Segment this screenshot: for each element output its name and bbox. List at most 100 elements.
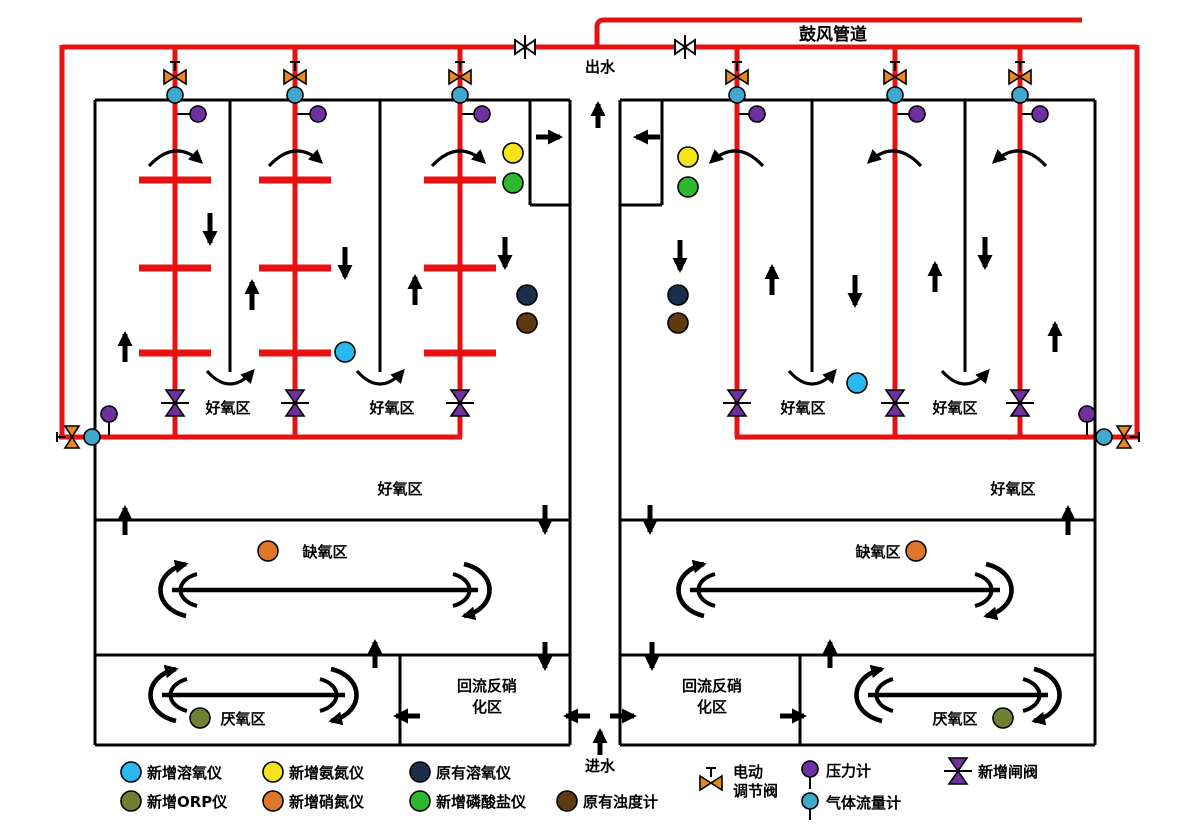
nitrate-sensor-icon [257,540,279,562]
gate-valve-icon [1005,389,1035,417]
legend-gate-valve-icon [943,757,973,785]
legend-do-new-icon [120,761,142,783]
blower-pipe-label: 鼓风管道 [799,24,867,45]
do-existing-sensor-icon [667,284,689,306]
circulation-arc [168,677,188,713]
circulation-arc [461,561,492,621]
pressure-gauge-icon [1031,105,1049,123]
nitrate-sensor-icon [905,540,927,562]
gas-flow-meter-icon [286,86,304,104]
pressure-gauges [100,105,1096,435]
process-sensors [189,142,1014,729]
aerobic-zone-label: 好氧区 [368,399,414,417]
circulation-arc [983,561,1014,621]
gas-flow-meter-icon [166,86,184,104]
pressure-gauge-icon [748,105,766,123]
do-new-sensor-icon [846,372,868,394]
legend-electric-valve-label: 电动 [733,763,763,781]
do-existing-sensor-icon [516,284,538,306]
gas-flow-meter-icon [728,86,746,104]
pressure-gauge-icon [473,105,491,123]
orp-sensor-icon [992,707,1014,729]
legend-ammonia-label: 新增氨氮仪 [289,764,365,782]
left-tank-walls [93,98,572,747]
gas-flow-meter-icon [1095,428,1113,446]
turbidity-sensor-icon [667,312,689,334]
circulation-arc [148,664,179,724]
legend-orp-icon [120,790,142,812]
legend-gas-flow-meter-icon [801,792,819,810]
legend-nitrate-icon [262,790,284,812]
aerobic-zone-label: 好氧区 [376,480,422,498]
phosphate-sensor-icon [677,176,699,198]
circulation-arc [1022,677,1042,713]
circulation-arc [974,572,994,608]
circulation-arc [328,666,359,726]
denitrification-zone-label: 化区 [472,698,502,716]
gas-flow-meters [83,86,1113,446]
legend: 新增溶氧仪 新增氨氮仪 原有溶氧仪 新增ORP仪 新增硝氮仪 新增磷酸盐仪 原有… [120,757,1038,820]
legend-pressure-gauge-label: 压力计 [826,762,871,780]
legend-pressure-gauge-icon [801,760,819,778]
gas-flow-meter-icon [451,86,469,104]
circulation-arc [158,559,189,619]
denitrification-zone-label: 回流反硝 [457,677,517,695]
ammonia-sensor-icon [677,146,699,168]
legend-phosphate-icon [409,790,431,812]
outlet-valve-icon [674,34,696,60]
uturn-arrow [942,371,988,384]
orp-sensor-icon [189,707,211,729]
aerobic-zone-label: 好氧区 [989,480,1035,498]
denitrification-zone-label: 化区 [697,698,727,716]
gas-flow-meter-icon [886,86,904,104]
legend-electric-valve-icon [699,767,723,791]
legend-gate-valve-label: 新增闸阀 [978,763,1038,781]
gate-valve-icon [880,389,910,417]
circulation-arc [319,677,339,713]
gate-valve-icon [445,389,475,417]
pressure-gauge-icon [1078,405,1096,423]
circulation-arc [874,677,894,713]
legend-orp-label: 新增ORP仪 [147,793,228,811]
gas-flow-meter-icon [1011,86,1029,104]
pressure-gauge-icon [309,105,327,123]
ammonia-sensor-icon [502,142,524,164]
zone-labels: 鼓风管道 出水 进水 好氧区 好氧区 好氧区 好氧区 好氧区 好氧区 缺氧区 缺… [204,24,1035,775]
aerobic-zone-label: 好氧区 [204,399,250,417]
circulation-arrows [148,559,1062,726]
legend-nitrate-label: 新增硝氮仪 [289,793,365,811]
legend-turbidity-label: 原有浊度计 [583,793,658,811]
gate-valve-icon [160,389,190,417]
uturn-arrow [789,371,835,384]
outlet-valve-icon [514,34,536,60]
legend-electric-valve-label: 调节阀 [733,782,778,800]
air-piping [59,17,1140,440]
circulation-arc [854,664,885,724]
phosphate-sensor-icon [502,172,524,194]
gate-valve-icon [722,389,752,417]
blower-main-pipe [594,17,1082,47]
flow-arrows [117,101,1076,755]
uturn-arrow [207,371,253,384]
legend-do-new-label: 新增溶氧仪 [147,764,223,782]
legend-do-existing-icon [409,761,431,783]
legend-gas-flow-meter-label: 气体流量计 [825,794,901,812]
anoxic-zone-label: 缺氧区 [854,543,900,561]
turbidity-sensor-icon [516,312,538,334]
aeration-branches [139,176,496,357]
legend-phosphate-label: 新增磷酸盐仪 [436,793,527,811]
do-new-sensor-icon [334,341,356,363]
gate-valves [160,389,1035,417]
influent-label: 进水 [585,757,616,775]
uturn-arrow [357,371,403,384]
legend-turbidity-icon [556,790,578,812]
circulation-arc [696,572,716,608]
circulation-arc [1031,666,1062,726]
anoxic-zone-label: 缺氧区 [301,543,347,561]
denitrification-zone-label: 回流反硝 [682,677,742,695]
pressure-gauge-icon [189,105,207,123]
legend-ammonia-icon [262,761,284,783]
aerobic-zone-label: 好氧区 [931,399,977,417]
